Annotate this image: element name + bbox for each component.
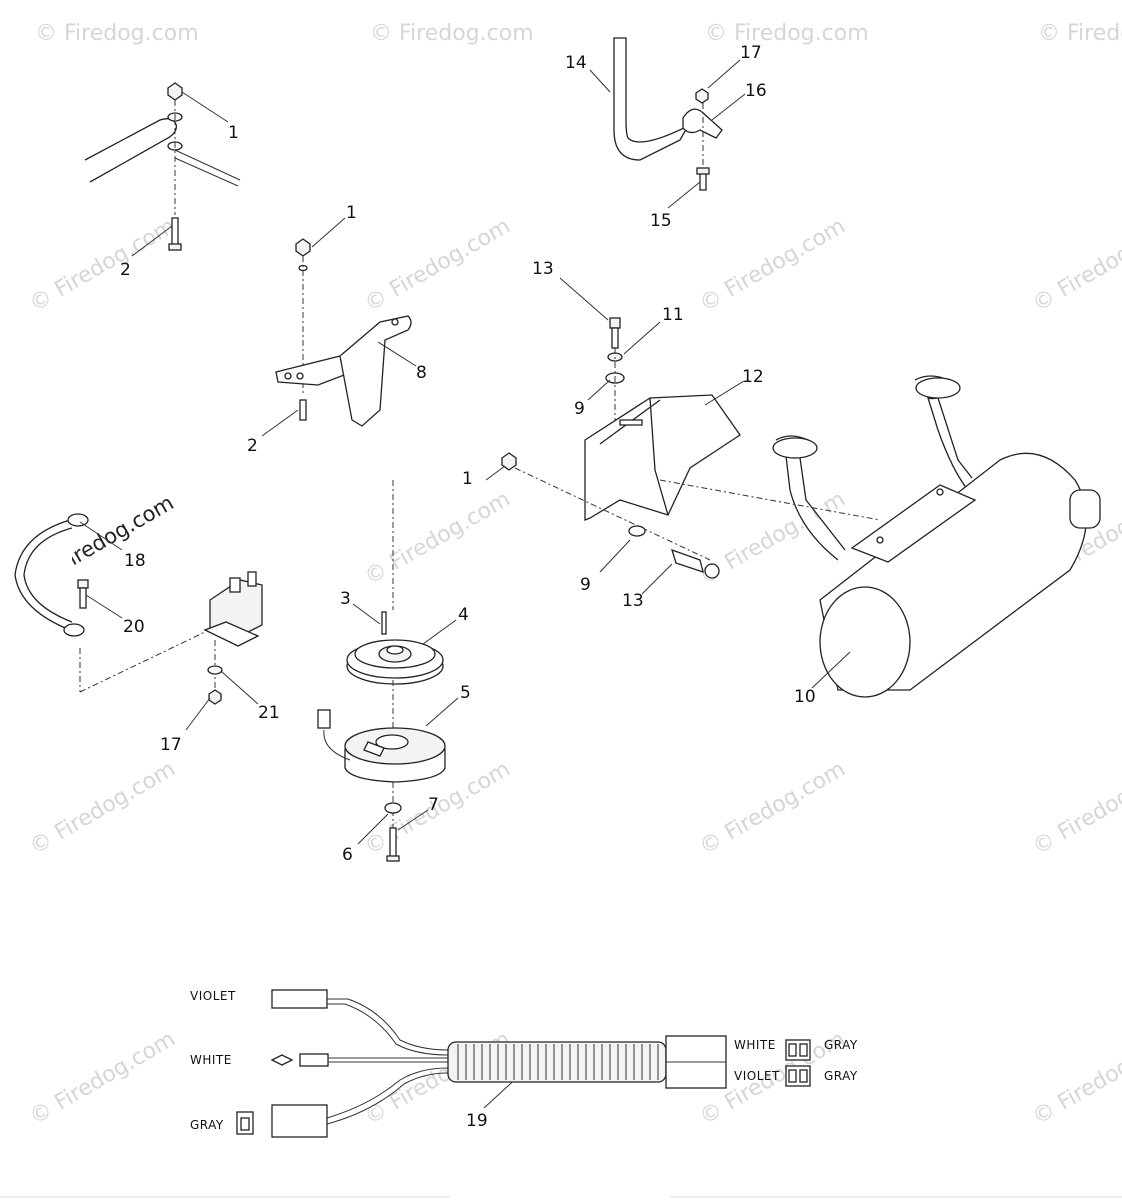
callout-number: 15 (650, 211, 672, 231)
callout-number: 9 (574, 399, 585, 419)
wire-label-violet: VIOLET (190, 989, 236, 1003)
watermark: © Firedog.com (26, 214, 180, 317)
callout-number: 17 (740, 43, 762, 63)
callout-number: 18 (124, 551, 146, 571)
callout-number: 9 (580, 575, 591, 595)
callout-number: 21 (258, 703, 280, 723)
watermark: © Firedog.com (361, 487, 515, 590)
callout-number: 7 (428, 795, 439, 815)
callout-number: 10 (794, 687, 816, 707)
watermark: © Firedog.com (1029, 214, 1122, 317)
harness-corrugation (457, 1044, 659, 1080)
wire-label-right-gray-top: GRAY (824, 1038, 858, 1052)
leader-lines (79, 59, 851, 1109)
hose-clamp-assembly (613, 37, 723, 191)
wire-label-gray: GRAY (190, 1118, 224, 1132)
callout-number: 5 (460, 683, 471, 703)
callout-number: 11 (662, 305, 684, 325)
callout-number: 20 (123, 617, 145, 637)
muffler-guard-assembly (501, 317, 741, 579)
callout-number: 1 (462, 469, 473, 489)
watermark: © Firedog.com (705, 21, 869, 46)
watermark: © Firedog.com (370, 21, 534, 46)
callout-labels: 1 2 1 8 2 14 17 16 15 13 11 12 9 1 9 13 … (120, 43, 816, 1131)
watermark: © Firedog.com (696, 214, 850, 317)
watermark: © Firedog.com (35, 21, 199, 46)
wire-label-right-white: WHITE (734, 1038, 776, 1052)
callout-number: 1 (228, 123, 239, 143)
callout-number: 1 (346, 203, 357, 223)
callout-number: 19 (466, 1111, 488, 1131)
callout-number: 17 (160, 735, 182, 755)
watermark: © Firedog.com (1029, 1027, 1122, 1130)
callout-number: 2 (120, 260, 131, 280)
callout-number: 13 (622, 591, 644, 611)
callout-number: 12 (742, 367, 764, 387)
battery-cable-assembly (84, 82, 241, 251)
watermark: © Firedog.com (696, 757, 850, 860)
solenoid-assembly (14, 513, 263, 705)
muffler-part-10 (659, 375, 1101, 698)
callout-number: 8 (416, 363, 427, 383)
callout-number: 16 (745, 81, 767, 101)
wire-harness-part-19: VIOLET WHITE GRAY WHITE VIOLET GRAY GRAY (190, 989, 858, 1138)
callout-number: 14 (565, 53, 587, 73)
watermark: © Firedog.com (26, 757, 180, 860)
bracket-part-8 (275, 238, 412, 427)
callout-number: 13 (532, 259, 554, 279)
wire-label-right-gray-bottom: GRAY (824, 1069, 858, 1083)
callout-number: 6 (342, 845, 353, 865)
callout-number: 2 (247, 436, 258, 456)
wire-label-right-violet: VIOLET (734, 1069, 780, 1083)
watermark: © Firedog.com (1038, 21, 1122, 46)
pulley-clutch-assembly (317, 480, 446, 862)
watermark: © Firedog.com (1029, 757, 1122, 860)
watermark: © Firedog.com (361, 214, 515, 317)
callout-number: 3 (340, 589, 351, 609)
watermark: © Firedog.com (26, 1027, 180, 1130)
callout-number: 4 (458, 605, 469, 625)
wire-label-white: WHITE (190, 1053, 232, 1067)
